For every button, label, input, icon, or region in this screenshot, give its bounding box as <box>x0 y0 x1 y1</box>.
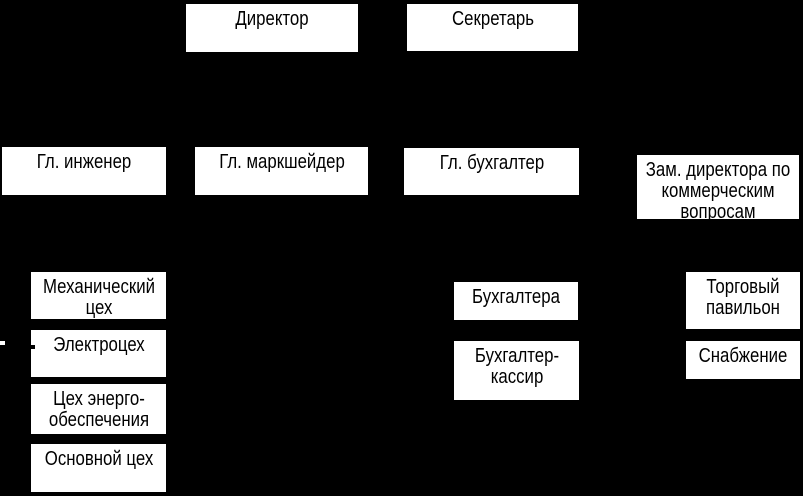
org-node-energy-supply-shop: Цех энерго- обеспечения <box>31 384 166 434</box>
org-node-label: Основной цех <box>44 448 153 470</box>
org-node-label: Торговый павильон <box>706 276 780 319</box>
org-node-chief-accountant: Гл. бухгалтер <box>404 148 579 195</box>
org-node-accountant-cashier: Бухгалтер- кассир <box>454 341 579 400</box>
org-node-label: Электроцех <box>52 334 145 356</box>
org-node-chief-engineer: Гл. инженер <box>2 147 166 195</box>
org-node-label: Гл. бухгалтер <box>439 152 544 174</box>
org-node-label: Директор <box>235 8 309 30</box>
org-node-label: Бухгалтер- кассир <box>474 345 559 388</box>
org-node-main-shop: Основной цех <box>31 444 166 492</box>
org-node-mechanical-shop: Механический цех <box>31 272 166 319</box>
org-node-label: Механический цех <box>42 276 155 319</box>
org-node-supply: Снабжение <box>686 341 800 379</box>
org-node-label: Зам. директора по коммерческим вопросам <box>645 159 791 223</box>
org-node-trade-pavilion: Торговый павильон <box>686 272 800 329</box>
org-node-deputy-director-commercial: Зам. директора по коммерческим вопросам <box>637 155 799 223</box>
org-node-electrical-shop: Электроцех <box>31 330 166 377</box>
org-node-label: Бухгалтера <box>472 286 560 308</box>
connector-line-fragment-white <box>0 341 5 345</box>
connector-line-fragment-black <box>29 345 35 349</box>
org-node-director: Директор <box>186 4 358 52</box>
org-node-secretary: Секретарь <box>407 4 578 51</box>
org-node-label: Снабжение <box>698 345 788 367</box>
org-node-label: Гл. маркшейдер <box>218 151 345 173</box>
org-node-label: Цех энерго- обеспечения <box>48 388 149 431</box>
org-node-label: Секретарь <box>451 8 534 30</box>
org-node-accountants: Бухгалтера <box>454 282 578 320</box>
org-node-label: Гл. инженер <box>36 151 132 173</box>
org-node-chief-surveyor: Гл. маркшейдер <box>195 147 368 195</box>
